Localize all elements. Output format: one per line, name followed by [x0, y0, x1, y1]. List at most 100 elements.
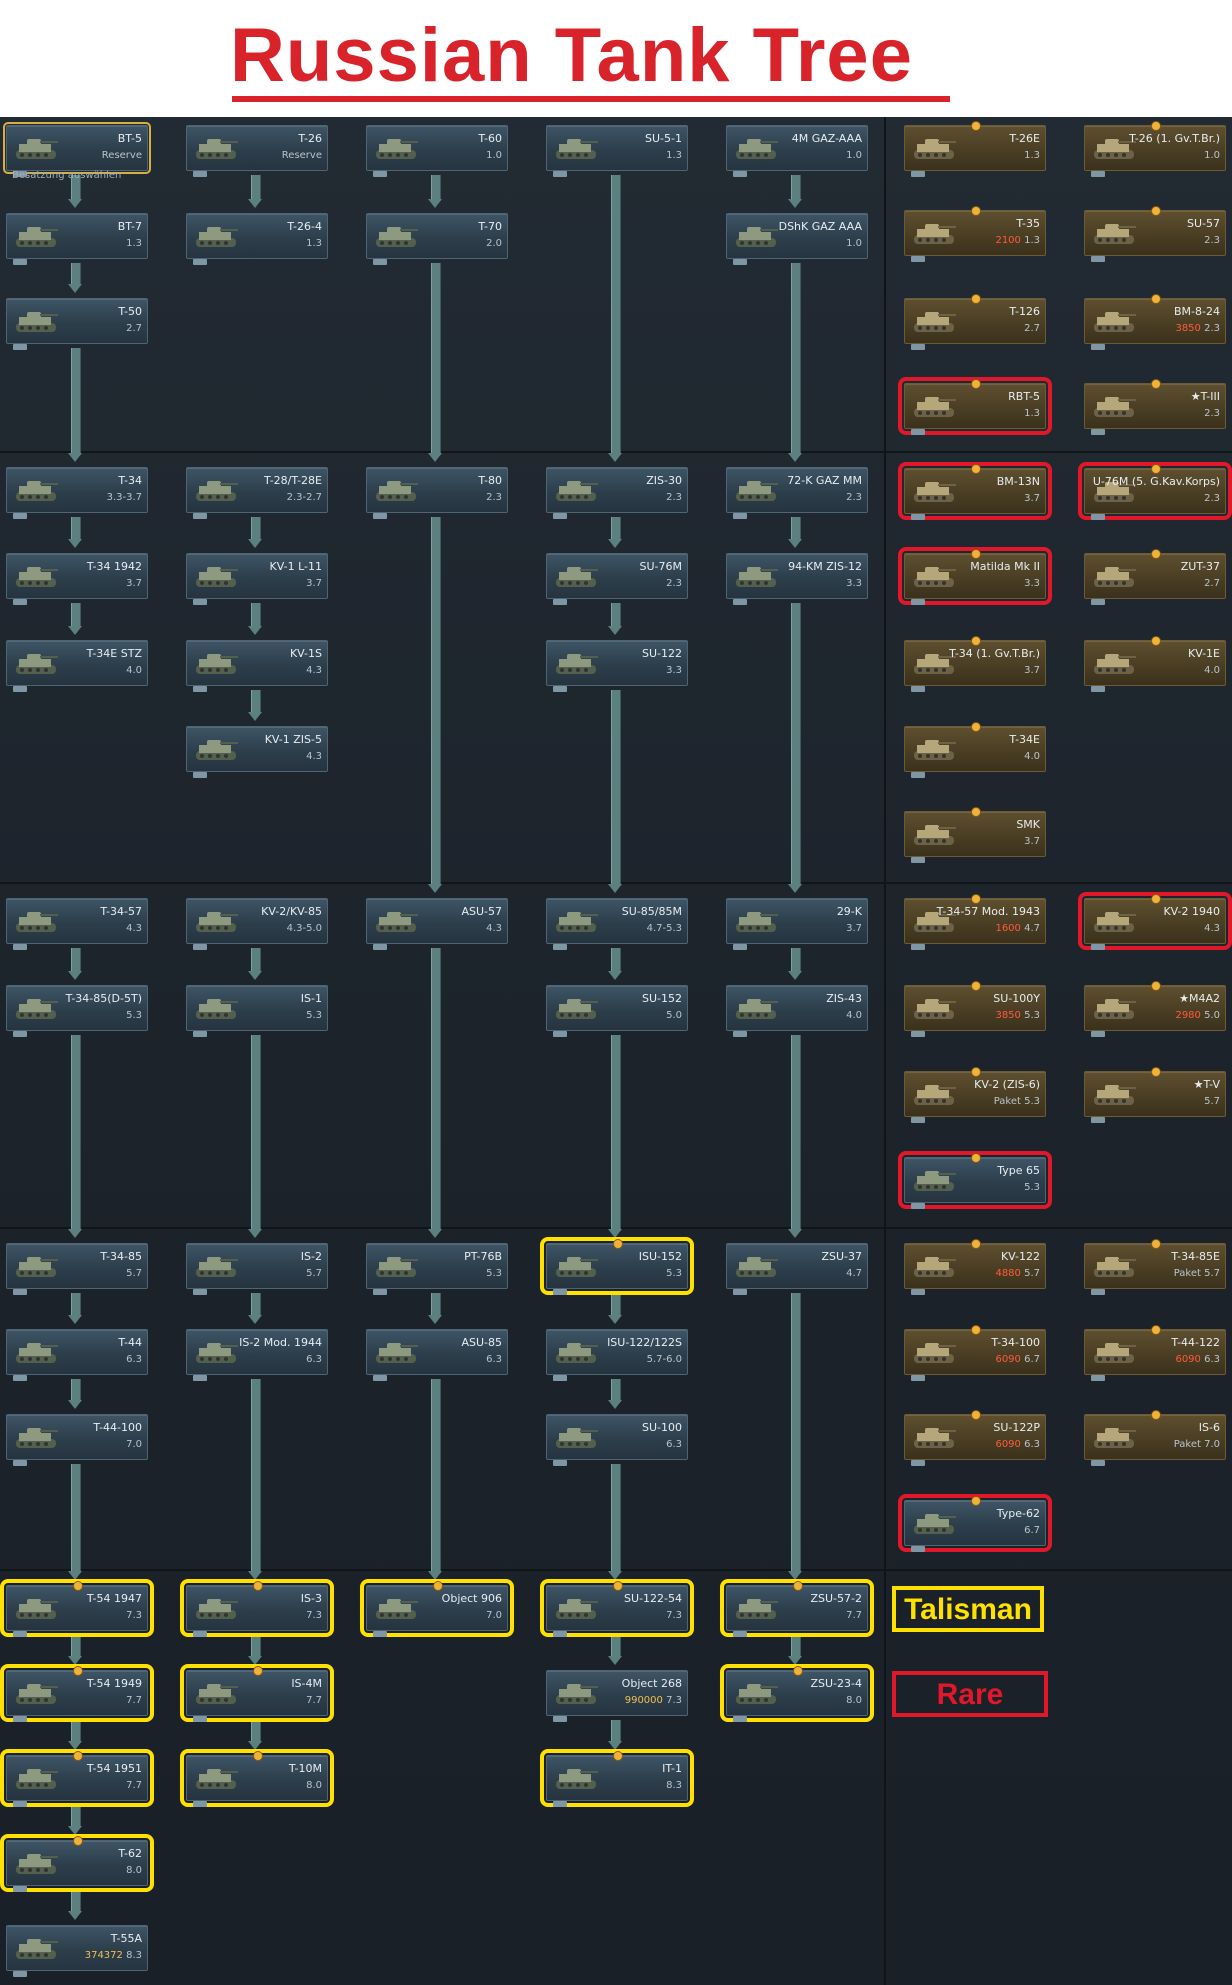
crew-slot-icon [911, 1031, 925, 1037]
tank-icon [1091, 306, 1139, 336]
vehicle-card-t26gv[interactable]: T-26 (1. Gv.T.Br.)1.0 [1084, 121, 1226, 177]
crew-slot-icon [373, 944, 387, 950]
vehicle-card-t34gv[interactable]: T-34 (1. Gv.T.Br.) 3.7 [904, 636, 1046, 692]
battle-rating-value: 3.7 [1024, 665, 1040, 676]
vehicle-battle-rating: 3.7 [1024, 836, 1040, 847]
vehicle-name: KV-2 1940 [1163, 905, 1220, 918]
vehicle-card-t3485dst[interactable]: T-34-85(D-5T)5.3 [6, 985, 148, 1037]
vehicle-name: Object 906 [441, 1592, 502, 1605]
tank-icon [1091, 906, 1139, 936]
choose-crew-label[interactable]: Besatzung auswählen [12, 170, 122, 181]
vehicle-name: T-54 1949 [86, 1677, 142, 1690]
crew-slot-icon [911, 514, 925, 520]
vehicle-battle-rating: 4880 5.7 [995, 1268, 1040, 1279]
vehicle-name: T-34 (1. Gv.T.Br.) [949, 647, 1040, 660]
vehicle-card-u76m[interactable]: U-76M (5. G.Kav.Korps)2.3 [1078, 462, 1232, 520]
vehicle-card-kv2zis6[interactable]: KV-2 (ZIS-6)Paket 5.3 [904, 1067, 1046, 1123]
